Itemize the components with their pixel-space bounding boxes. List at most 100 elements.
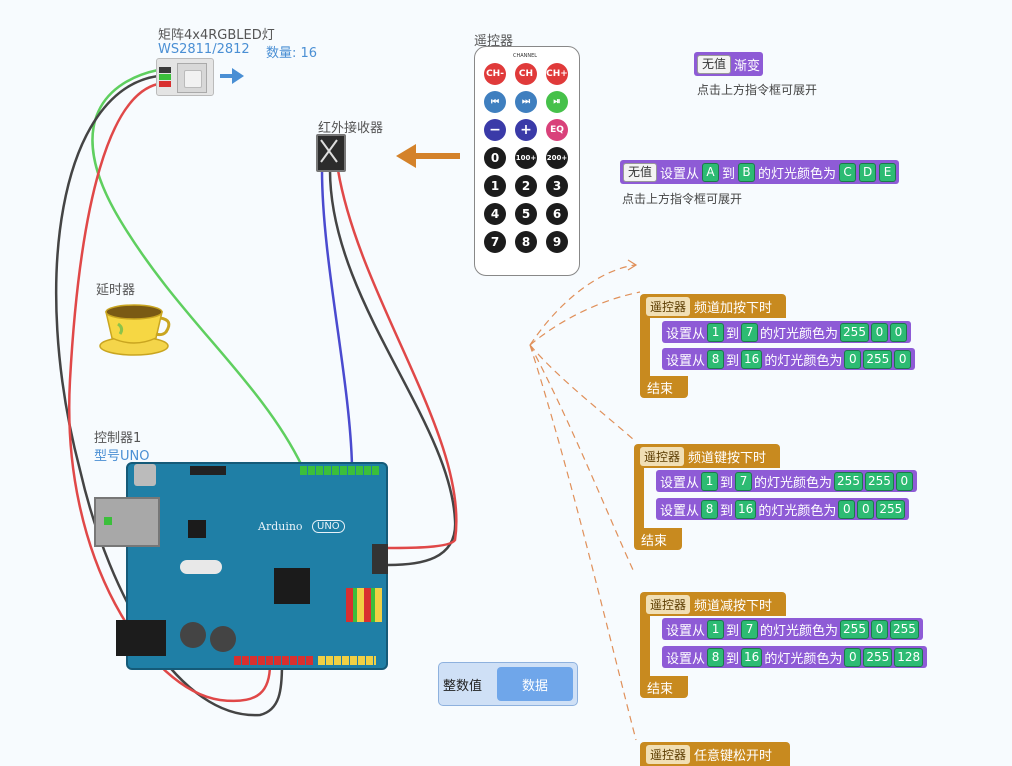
remote-btn-4[interactable]: 4 — [484, 203, 506, 225]
remote-btn-100-plus[interactable]: 100+ — [515, 147, 537, 169]
cmd-blue-slot[interactable]: 0 — [889, 322, 907, 342]
cmd-text-from: 设置从 — [660, 503, 700, 519]
cmd-text-color: 的灯光颜色为 — [754, 475, 833, 491]
arduino-brand-label: Arduino — [258, 520, 303, 533]
remote-btn-7[interactable]: 7 — [484, 231, 506, 253]
remote-btn-vol-minus[interactable]: − — [484, 119, 506, 141]
cmd-blue-slot[interactable]: 0 — [895, 471, 913, 491]
cmd-blue-slot[interactable]: 0 — [894, 349, 912, 369]
cmd-to-slot[interactable]: 16 — [735, 499, 757, 519]
cmd-red-slot[interactable]: 0 — [844, 647, 862, 667]
cmd-blue-slot[interactable]: 255 — [889, 619, 919, 639]
cmd-from-slot[interactable]: 8 — [707, 349, 725, 369]
event-block-ch[interactable]: 遥控器 频道键按下时 — [634, 444, 780, 468]
set-color-block-hint: 点击上方指令框可展开 — [622, 192, 743, 206]
gradient-block[interactable]: 无值 渐变 — [694, 52, 764, 76]
set-color-slot-a[interactable]: A — [702, 162, 720, 182]
set-color-block[interactable]: 无值 设置从 A 到 B 的灯光颜色为 C D E — [620, 160, 900, 184]
cmd-blue-slot[interactable]: 255 — [876, 499, 906, 519]
controller-model: 型号UNO — [94, 449, 150, 464]
cmd-from-slot[interactable]: 8 — [701, 499, 719, 519]
remote-btn-eq[interactable]: EQ — [546, 119, 568, 141]
ir-receiver-component[interactable] — [316, 134, 346, 172]
remote-btn-next-icon[interactable]: ⏭ — [515, 91, 537, 113]
cmd-text-color: 的灯光颜色为 — [764, 353, 843, 369]
data-button[interactable]: 数据 — [497, 667, 573, 701]
cmd-from-slot[interactable]: 1 — [701, 471, 719, 491]
gradient-value-slot[interactable]: 无值 — [697, 54, 732, 74]
ir-receiver-label: 红外接收器 — [318, 121, 384, 136]
remote-btn-ch-minus[interactable]: CH- — [484, 63, 506, 85]
cmd-red-slot[interactable]: 255 — [840, 619, 869, 639]
cmd-text-from: 设置从 — [660, 475, 700, 491]
arduino-board[interactable]: Arduino UNO — [126, 462, 388, 670]
event-title: 任意键松开时 — [694, 748, 773, 764]
cmd-from-slot[interactable]: 1 — [707, 619, 725, 639]
remote-btn-2[interactable]: 2 — [515, 175, 537, 197]
remote-btn-ch[interactable]: CH — [515, 63, 537, 85]
set-color-slot-e[interactable]: E — [879, 162, 897, 182]
cmd-green-slot[interactable]: 255 — [864, 471, 894, 491]
remote-btn-0[interactable]: 0 — [484, 147, 506, 169]
controller-name: 控制器1 — [94, 431, 142, 446]
cmd-green-slot[interactable]: 255 — [863, 647, 893, 667]
cmd-to-slot[interactable]: 7 — [741, 619, 759, 639]
arduino-uno-label: UNO — [312, 520, 345, 533]
cmd-to-slot[interactable]: 16 — [741, 349, 763, 369]
remote-btn-play-pause-icon[interactable]: ⏯ — [546, 91, 568, 113]
remote-btn-9[interactable]: 9 — [546, 231, 568, 253]
remote-btn-vol-plus[interactable]: + — [515, 119, 537, 141]
set-color-slot-c[interactable]: C — [839, 162, 857, 182]
cmd-red-slot[interactable]: 0 — [838, 499, 856, 519]
cmd-red-slot[interactable]: 255 — [834, 471, 863, 491]
teacup-icon[interactable] — [98, 298, 174, 358]
event-block-ch-minus[interactable]: 遥控器 频道减按下时 — [640, 592, 786, 616]
cmd-text-color: 的灯光颜色为 — [760, 326, 839, 342]
event-block-end[interactable]: 结束 — [640, 676, 688, 698]
event-block-end[interactable]: 结束 — [634, 528, 682, 550]
cmd-from-slot[interactable]: 8 — [707, 647, 725, 667]
set-color-command[interactable]: 设置从 1 到 7 的灯光颜色为 255 0 255 — [662, 618, 923, 640]
remote-btn-8[interactable]: 8 — [515, 231, 537, 253]
set-color-value-slot[interactable]: 无值 — [623, 162, 658, 182]
cmd-text-color: 的灯光颜色为 — [760, 623, 839, 639]
cmd-to-slot[interactable]: 7 — [735, 471, 753, 491]
remote-btn-200-plus[interactable]: 200+ — [546, 147, 568, 169]
event-tag: 遥控器 — [646, 296, 691, 316]
event-block-ch-plus[interactable]: 遥控器 频道加按下时 — [640, 294, 786, 318]
cmd-green-slot[interactable]: 0 — [857, 499, 875, 519]
cmd-green-slot[interactable]: 0 — [870, 322, 888, 342]
remote-btn-5[interactable]: 5 — [515, 203, 537, 225]
set-color-command[interactable]: 设置从 8 到 16 的灯光颜色为 0 255 0 — [662, 348, 916, 370]
event-title: 频道键按下时 — [688, 450, 767, 466]
remote-btn-3[interactable]: 3 — [546, 175, 568, 197]
remote-btn-ch-plus[interactable]: CH+ — [546, 63, 568, 85]
set-color-command[interactable]: 设置从 8 到 16 的灯光颜色为 0 255 128 — [662, 646, 928, 668]
set-color-slot-d[interactable]: D — [859, 162, 877, 182]
cmd-red-slot[interactable]: 0 — [844, 349, 862, 369]
event-block-end[interactable]: 结束 — [640, 376, 688, 398]
remote-btn-1[interactable]: 1 — [484, 175, 506, 197]
cmd-to-slot[interactable]: 7 — [741, 322, 759, 342]
set-color-command[interactable]: 设置从 1 到 7 的灯光颜色为 255 255 0 — [656, 470, 917, 492]
remote-control[interactable]: CHANNEL CH- CH CH+ ⏮ ⏭ ⏯ − + EQ 0 100+ 2… — [474, 46, 580, 276]
cmd-green-slot[interactable]: 255 — [863, 349, 893, 369]
remote-btn-6[interactable]: 6 — [546, 203, 568, 225]
cmd-green-slot[interactable]: 0 — [870, 619, 888, 639]
set-color-slot-b[interactable]: B — [738, 162, 756, 182]
data-type-label: 整数值 — [443, 679, 483, 694]
cmd-red-slot[interactable]: 255 — [840, 322, 869, 342]
led-matrix-module[interactable] — [156, 58, 214, 96]
event-block-any-release[interactable]: 遥控器 任意键松开时 — [640, 742, 790, 766]
set-color-command[interactable]: 设置从 8 到 16 的灯光颜色为 0 0 255 — [656, 498, 910, 520]
remote-btn-prev-icon[interactable]: ⏮ — [484, 91, 506, 113]
cmd-to-slot[interactable]: 16 — [741, 647, 763, 667]
cmd-text-color: 的灯光颜色为 — [764, 651, 843, 667]
cmd-blue-slot[interactable]: 128 — [894, 647, 924, 667]
set-color-command[interactable]: 设置从 1 到 7 的灯光颜色为 255 0 0 — [662, 321, 911, 343]
cmd-from-slot[interactable]: 1 — [707, 322, 725, 342]
event-tag: 遥控器 — [640, 446, 685, 466]
set-color-text-from: 设置从 — [660, 166, 700, 182]
cmd-text-to: 到 — [726, 651, 740, 667]
